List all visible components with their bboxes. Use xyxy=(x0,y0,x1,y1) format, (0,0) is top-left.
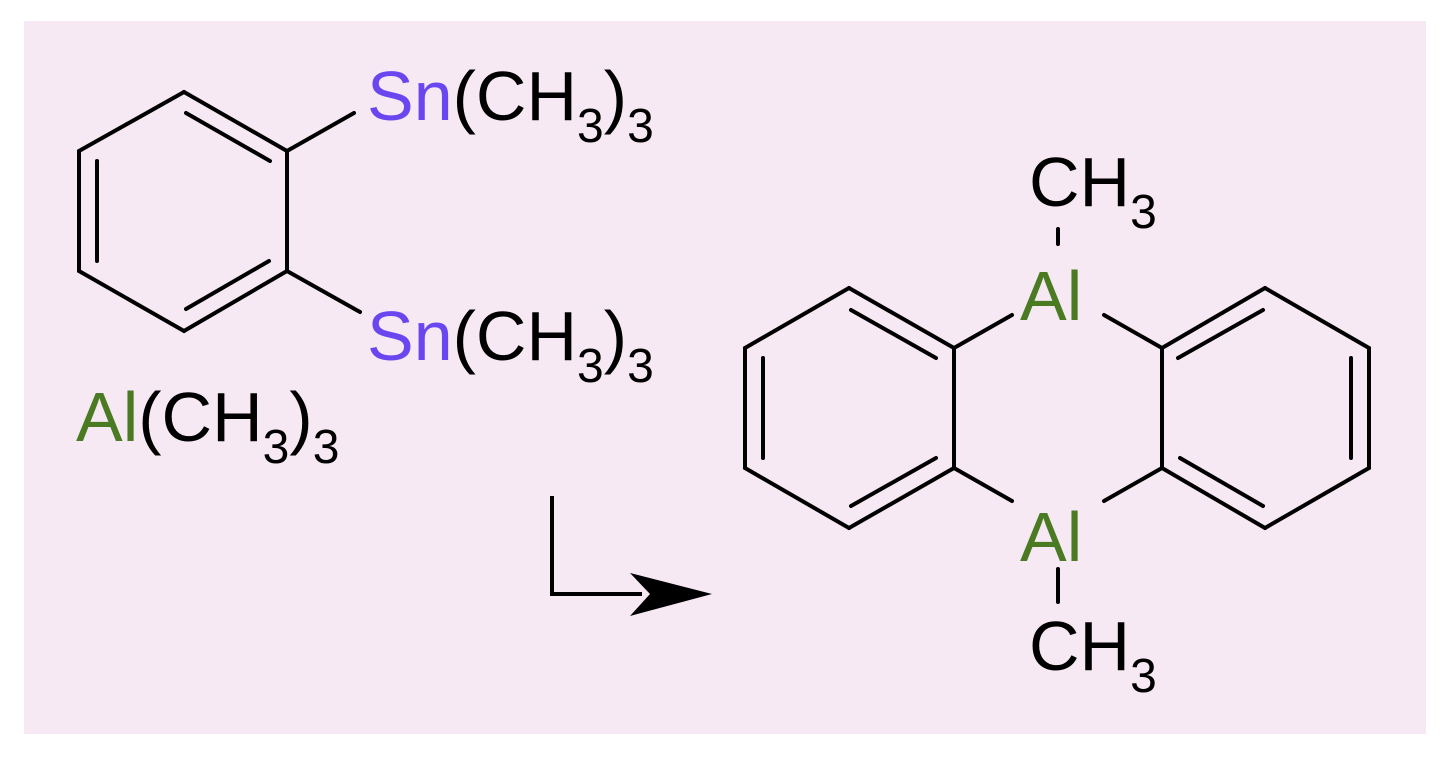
methyl-top-subscript: 3 xyxy=(1130,186,1157,239)
methyl-label-top: CH3 xyxy=(1029,143,1157,239)
tin-group-top-methyl: (CH xyxy=(453,57,577,135)
methyl-bottom-subscript: 3 xyxy=(1130,650,1157,703)
tin-group-bottom-close: ) xyxy=(604,297,627,375)
scheme-background xyxy=(24,21,1426,734)
aluminum-symbol-reagent: Al xyxy=(76,378,138,456)
tin-symbol-bottom: Sn xyxy=(367,297,453,375)
reagent-close: ) xyxy=(289,378,312,456)
tin-symbol-top: Sn xyxy=(367,57,453,135)
reaction-scheme: Sn(CH3)3 Sn(CH3)3 Al(CH3)3 xyxy=(24,21,1426,734)
tin-group-top-subscript-outer: 3 xyxy=(627,100,654,153)
product-left-benzene-ring xyxy=(743,286,956,530)
tin-group-bottom-subscript-inner: 3 xyxy=(577,340,604,393)
tin-group-bottom: Sn(CH3)3 xyxy=(367,297,654,393)
tin-group-bottom-methyl: (CH xyxy=(453,297,577,375)
bent-reaction-arrow-icon xyxy=(550,496,712,616)
methyl-top-text: CH xyxy=(1029,143,1130,221)
reactant-benzene-ring xyxy=(77,90,362,333)
reagent-subscript-outer: 3 xyxy=(313,421,340,474)
tin-group-top-close: ) xyxy=(604,57,627,135)
reagent-subscript-inner: 3 xyxy=(263,421,290,474)
product-aluminum-bonds xyxy=(952,227,1164,604)
tin-group-top: Sn(CH3)3 xyxy=(367,57,654,153)
trimethylaluminum-reagent: Al(CH3)3 xyxy=(76,378,339,474)
methyl-bottom-text: CH xyxy=(1029,607,1130,685)
product-right-benzene-ring xyxy=(1160,286,1371,530)
scheme-panel: Sn(CH3)3 Sn(CH3)3 Al(CH3)3 xyxy=(24,21,1426,734)
aluminum-label-bottom: Al xyxy=(1020,498,1082,576)
aluminum-label-top: Al xyxy=(1020,257,1082,335)
methyl-label-bottom: CH3 xyxy=(1029,607,1157,703)
tin-group-top-subscript-inner: 3 xyxy=(577,100,604,153)
tin-group-bottom-subscript-outer: 3 xyxy=(627,340,654,393)
reagent-methyl: (CH xyxy=(138,378,262,456)
